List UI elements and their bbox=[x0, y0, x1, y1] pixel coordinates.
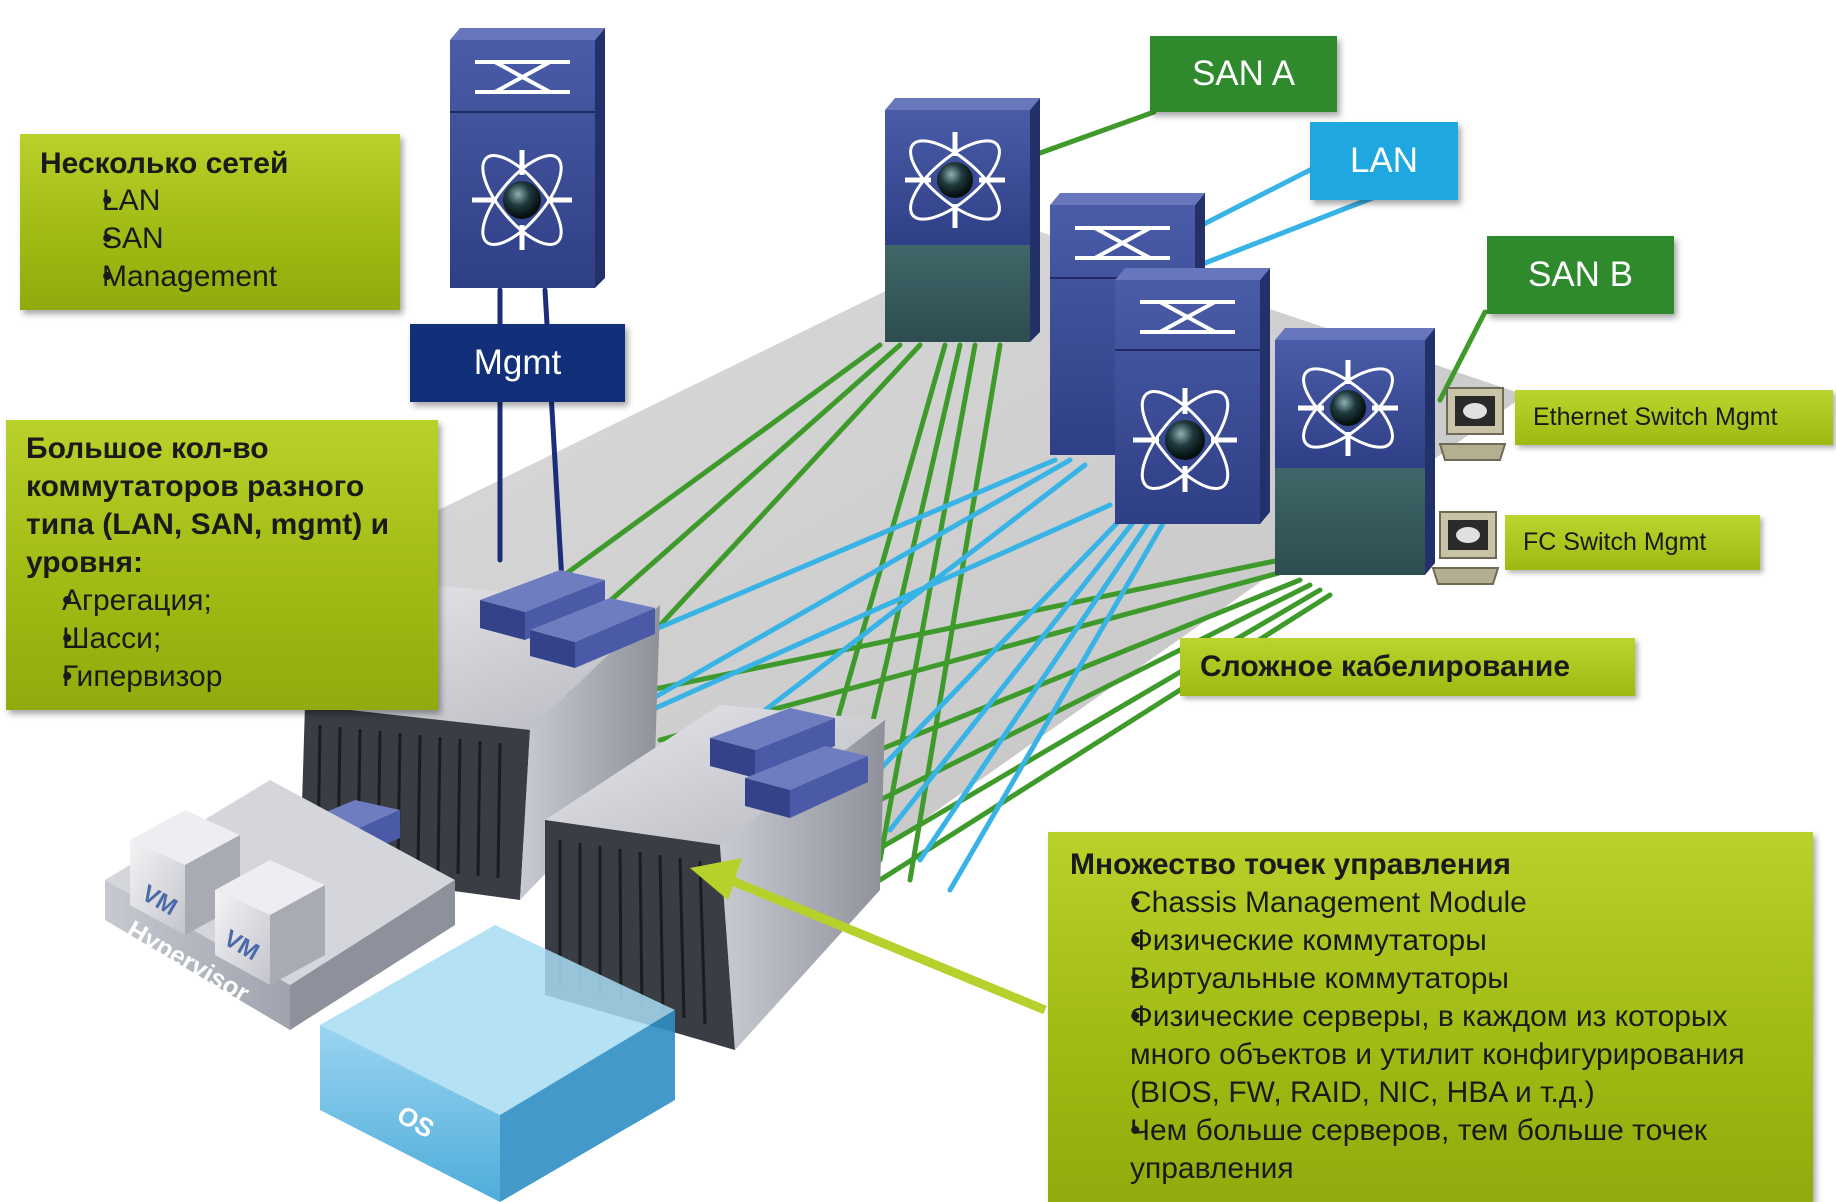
cables bbox=[367, 109, 1488, 893]
ethernet-switch-mgmt-tag: Ethernet Switch Mgmt bbox=[1515, 390, 1833, 445]
computer-terminal-icon bbox=[1438, 387, 1507, 461]
san-b-label: SAN B bbox=[1527, 255, 1634, 294]
san-b-switch bbox=[1275, 328, 1435, 575]
os-box bbox=[320, 925, 675, 1202]
list-item: LAN bbox=[40, 182, 400, 220]
fabric-switch-icon bbox=[472, 150, 572, 250]
switches-title: Большое кол-во коммутаторов разного типа… bbox=[26, 432, 390, 579]
list-item: Гипервизор bbox=[26, 658, 428, 696]
list-item: Чем больше серверов, тем больше точек уп… bbox=[1070, 1112, 1799, 1188]
management-points-callout: Множество точек управления Chassis Manag… bbox=[1048, 832, 1813, 1202]
computer-terminal-icon bbox=[1431, 511, 1500, 585]
lan-switch-2 bbox=[1115, 268, 1270, 524]
networks-list: LAN SAN Management bbox=[40, 182, 400, 296]
san-a-switch bbox=[885, 98, 1040, 342]
switches-callout: Большое кол-во коммутаторов разного типа… bbox=[6, 420, 438, 710]
switch-icon bbox=[475, 60, 570, 94]
fabric-switch-icon bbox=[905, 132, 1005, 228]
virtual-switch-icon bbox=[745, 746, 868, 818]
fc-switch-mgmt-tag: FC Switch Mgmt bbox=[1505, 515, 1760, 570]
vm-cube bbox=[215, 860, 325, 985]
list-item: SAN bbox=[40, 220, 400, 258]
fabric-switch-icon bbox=[1298, 360, 1398, 456]
mgmt-tag: Mgmt bbox=[410, 324, 625, 402]
list-item: Агрегация; bbox=[26, 582, 428, 620]
san-b-tag: SAN B bbox=[1487, 236, 1674, 314]
virtual-switch-icon bbox=[710, 708, 835, 778]
list-item: Шасси; bbox=[26, 620, 428, 658]
san-a-tag: SAN A bbox=[1150, 36, 1337, 112]
mgmt-label: Mgmt bbox=[473, 343, 562, 382]
complex-cabling-tag: Сложное кабелирование bbox=[1180, 638, 1635, 696]
list-item: Management bbox=[40, 258, 400, 296]
management-points-title: Множество точек управления bbox=[1070, 848, 1511, 881]
list-item: Физические серверы, в каждом из которых … bbox=[1070, 998, 1799, 1112]
switch-icon bbox=[1140, 300, 1235, 334]
complex-cabling-label: Сложное кабелирование bbox=[1200, 650, 1571, 683]
lan-label: LAN bbox=[1349, 141, 1419, 180]
management-points-list: Chassis Management Module Физические ком… bbox=[1070, 884, 1799, 1188]
virtual-switch-icon bbox=[530, 598, 655, 668]
pointer-arrow bbox=[690, 858, 1047, 1015]
networks-callout: Несколько сетей LAN SAN Management bbox=[20, 134, 400, 310]
mgmt-switch bbox=[450, 28, 605, 288]
list-item: Chassis Management Module bbox=[1070, 884, 1799, 922]
switches-list: Агрегация; Шасси; Гипервизор bbox=[26, 582, 428, 696]
fc-switch-mgmt-label: FC Switch Mgmt bbox=[1523, 528, 1707, 556]
list-item: Виртуальные коммутаторы bbox=[1070, 960, 1799, 998]
networks-title: Несколько сетей bbox=[40, 147, 289, 180]
fabric-switch-icon bbox=[1133, 388, 1237, 492]
lan-tag: LAN bbox=[1310, 122, 1458, 200]
list-item: Физические коммутаторы bbox=[1070, 922, 1799, 960]
san-a-label: SAN A bbox=[1191, 54, 1296, 93]
ethernet-switch-mgmt-label: Ethernet Switch Mgmt bbox=[1533, 403, 1778, 431]
